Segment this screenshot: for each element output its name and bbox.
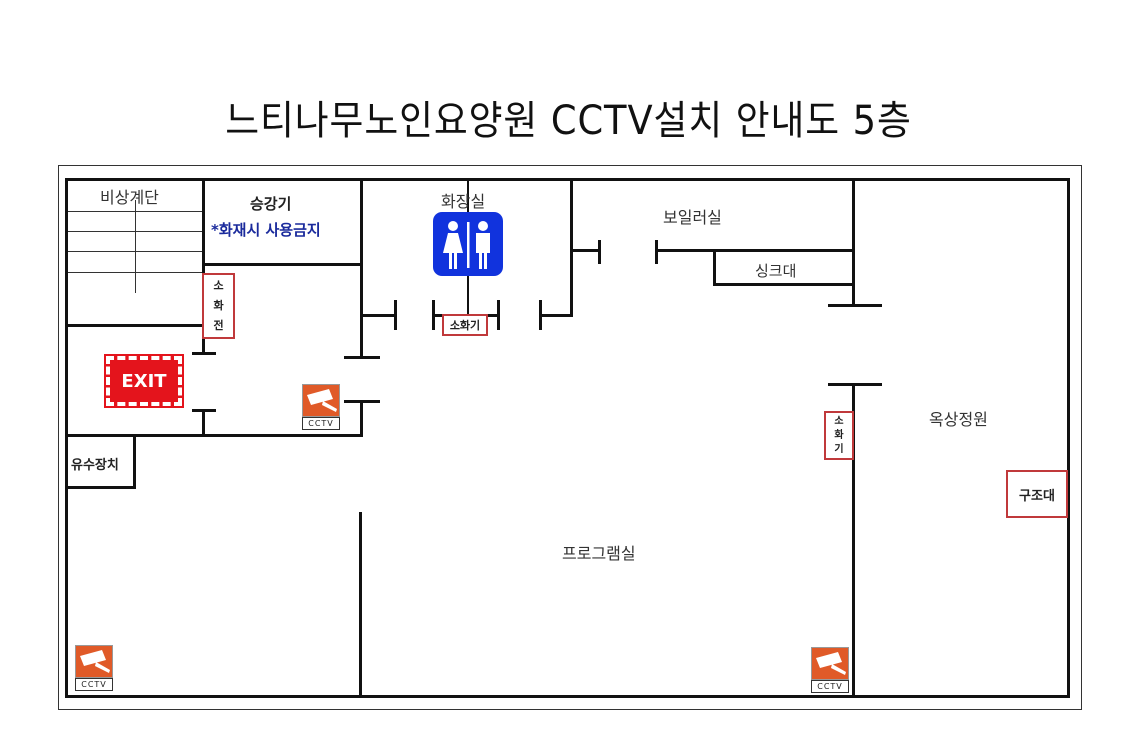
wall-program-left	[359, 512, 362, 697]
extinguisher-char: 화	[834, 429, 844, 441]
rescue-equipment: 구조대	[1006, 470, 1068, 518]
hydrant-char: 전	[213, 319, 224, 332]
wall-drainage-bottom	[65, 486, 136, 489]
door-jamb	[192, 352, 216, 355]
hydrant-char: 소	[213, 279, 224, 292]
fire-extinguisher-restroom: 소화기	[442, 314, 488, 336]
sink: 싱크대	[755, 262, 797, 280]
wall-boiler-door-l	[570, 249, 600, 252]
fire-extinguisher-garden: 소 화 기	[824, 411, 854, 460]
extinguisher-char: 기	[834, 443, 844, 455]
floor-plan-frame	[58, 165, 1082, 710]
door-jamb	[828, 304, 882, 307]
wall-stairs-right	[202, 178, 205, 326]
room-program: 프로그램실	[562, 544, 636, 563]
wall-restroom-bottom-l	[360, 314, 396, 317]
cctv-label: CCTV	[302, 417, 340, 430]
fire-hydrant: 소 화 전	[202, 273, 235, 339]
restroom-sign-icon	[433, 212, 503, 276]
wall-restroom-bottom-r	[539, 314, 573, 317]
wall-lobby-bottom	[65, 434, 363, 437]
door-jamb	[394, 300, 397, 330]
wall-lobby-right	[360, 400, 363, 436]
door-jamb	[828, 383, 882, 386]
outer-wall-bottom	[65, 695, 1069, 698]
wall-corridor-seg	[202, 410, 205, 436]
cctv-marker-southwest: CCTV	[75, 645, 113, 691]
room-emergency-stairs: 비상계단	[100, 188, 159, 207]
room-rooftop-garden: 옥상정원	[929, 410, 988, 429]
wall-corridor-seg	[202, 326, 205, 354]
room-boiler: 보일러실	[663, 208, 722, 227]
outer-wall-left	[65, 178, 68, 698]
room-drainage: 유수장치	[71, 458, 119, 473]
wall-boiler-left	[570, 178, 573, 317]
room-restroom: 화장실	[441, 192, 486, 211]
cctv-label: CCTV	[75, 678, 113, 691]
cctv-marker-program-room: CCTV	[811, 647, 849, 693]
wall-elevator-right	[360, 178, 363, 358]
cctv-marker-lobby: CCTV	[302, 384, 340, 430]
exit-sign: EXIT	[104, 354, 184, 408]
door-jamb	[344, 356, 380, 359]
hydrant-char: 화	[213, 299, 224, 312]
elevator-warning: *화재시 사용금지	[211, 221, 321, 239]
wall-boiler-bottom	[655, 249, 855, 252]
room-elevator: 승강기	[250, 195, 292, 213]
outer-wall-right	[1067, 178, 1070, 698]
wall-drainage-right	[133, 434, 136, 488]
wall-garden-upper	[852, 178, 855, 306]
stair-rail	[135, 200, 136, 293]
cctv-camera-icon	[302, 384, 340, 417]
cctv-camera-icon	[75, 645, 113, 678]
door-jamb	[497, 300, 500, 330]
outer-wall-top	[65, 178, 1069, 181]
cctv-label: CCTV	[811, 680, 849, 693]
wall-garden-lower	[852, 383, 855, 697]
wall-stairs-bottom	[65, 324, 205, 327]
door-jamb	[655, 240, 658, 264]
cctv-camera-icon	[811, 647, 849, 680]
extinguisher-char: 소	[834, 415, 844, 427]
page-title: 느티나무노인요양원 CCTV설치 안내도 5층	[225, 98, 912, 144]
wall-sink-left	[713, 249, 716, 285]
door-jamb	[598, 240, 601, 264]
wall-sink-bottom	[713, 283, 855, 286]
wall-elevator-bottom	[202, 263, 362, 266]
